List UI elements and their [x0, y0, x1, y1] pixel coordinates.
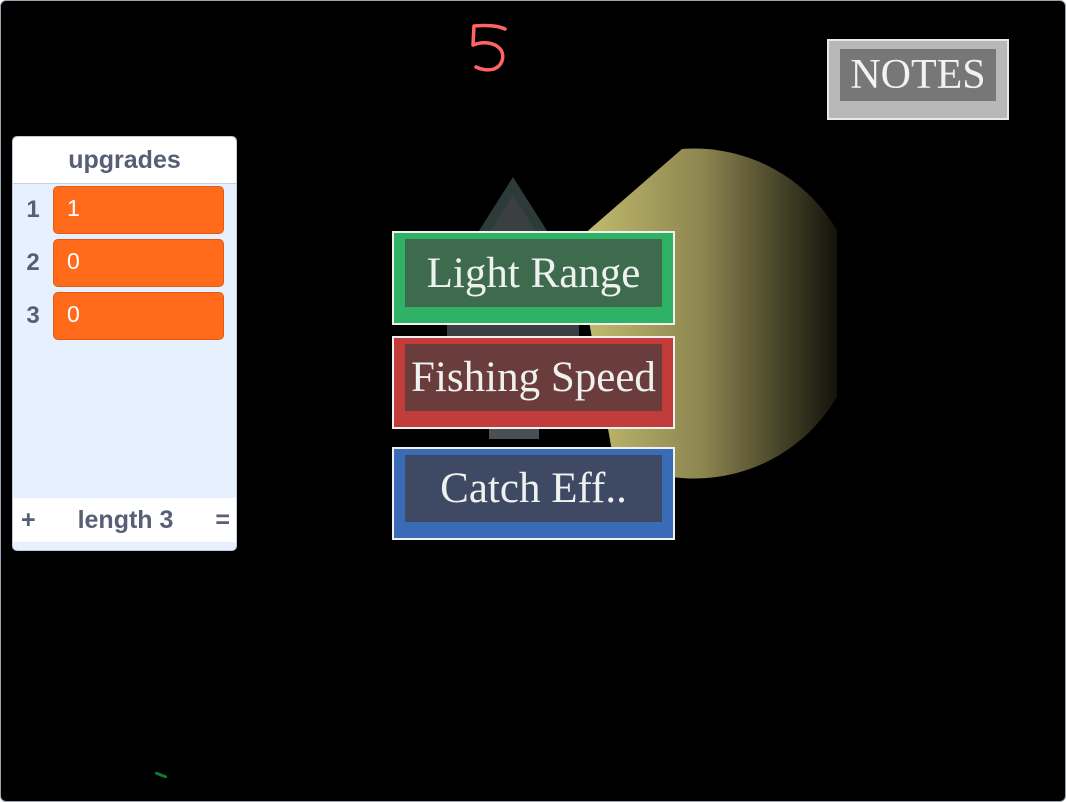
notes-button-face: NOTES: [840, 49, 996, 101]
list-item-index: 3: [26, 302, 40, 329]
sprite-fragment: [155, 772, 167, 778]
list-item-index: 2: [26, 249, 40, 276]
list-item-value[interactable]: 1: [53, 186, 224, 234]
light-range-button-face: Light Range: [405, 239, 662, 307]
catch-efficiency-label: Catch Eff..: [440, 465, 627, 512]
catch-efficiency-button-face: Catch Eff..: [405, 455, 662, 522]
list-item: 1 1: [13, 186, 236, 234]
score-digit: [471, 23, 507, 72]
fishing-speed-button[interactable]: Fishing Speed: [392, 336, 675, 429]
list-monitor-title: upgrades: [13, 137, 236, 184]
fishing-speed-button-face: Fishing Speed: [405, 344, 662, 411]
list-length-label: length 3: [77, 505, 174, 534]
list-item: 3 0: [13, 292, 236, 340]
notes-button-label: NOTES: [850, 52, 986, 98]
list-item-value[interactable]: 0: [53, 239, 224, 287]
list-item-index: 1: [26, 196, 40, 223]
catch-efficiency-button[interactable]: Catch Eff..: [392, 447, 675, 540]
add-item-button[interactable]: +: [21, 505, 36, 534]
fishing-speed-label: Fishing Speed: [411, 354, 656, 401]
light-range-label: Light Range: [426, 249, 641, 297]
list-item: 2 0: [13, 239, 236, 287]
list-monitor-footer: + length 3 =: [13, 498, 236, 542]
resize-handle[interactable]: =: [215, 505, 230, 534]
upgrades-list-monitor[interactable]: upgrades 1 1 2 0 3 0 + length 3 =: [12, 136, 237, 551]
light-range-button[interactable]: Light Range: [392, 231, 675, 325]
notes-button[interactable]: NOTES: [827, 39, 1009, 120]
list-item-value[interactable]: 0: [53, 292, 224, 340]
